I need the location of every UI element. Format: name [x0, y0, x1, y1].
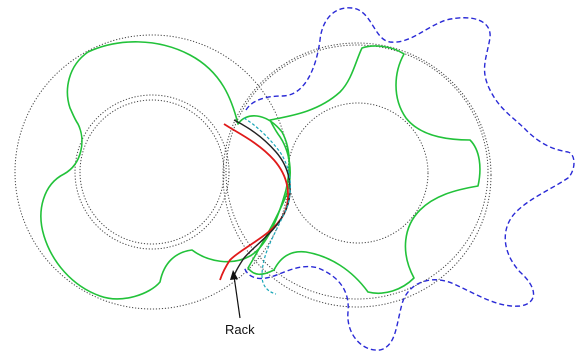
rack-curves: [219, 117, 291, 295]
right-outer-circle-b: [222, 42, 492, 308]
left-inner-circle-b: [74, 94, 230, 250]
rack-arrow-head: [230, 270, 238, 280]
left-inner-circle-a: [79, 99, 225, 245]
right-rotor-profile: [247, 45, 481, 294]
rack-curve-black: [233, 119, 291, 277]
left-rotor-profile: [40, 41, 291, 300]
right-inner-circle: [287, 102, 429, 244]
rack-arrow-line: [233, 275, 241, 319]
rack-annotation: Rack: [225, 270, 255, 337]
right-outer-circle-a: [225, 44, 489, 300]
rack-label: Rack: [225, 322, 255, 337]
rack-curve-cyan: [243, 117, 291, 295]
envelope-curve: [243, 7, 575, 351]
